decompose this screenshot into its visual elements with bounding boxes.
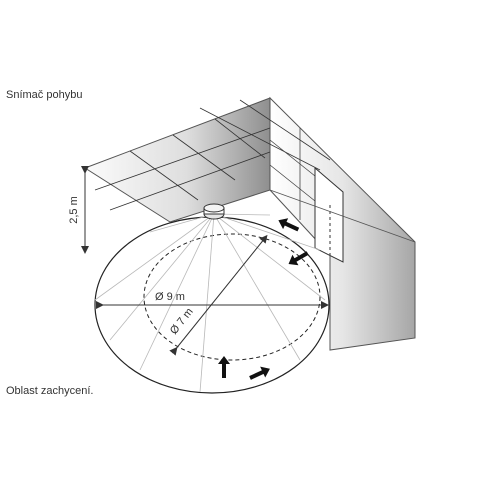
arrow-down-left-icon [288, 251, 309, 266]
motion-sensor [203, 203, 225, 220]
arrow-right-icon [249, 366, 270, 380]
height-dimension: 2,5 m [68, 166, 89, 254]
arrow-up-icon [218, 356, 230, 378]
height-label: 2,5 m [68, 196, 80, 224]
door [314, 166, 344, 263]
detection-area-caption: Oblast zachycení. [6, 385, 94, 397]
ceiling-plane [83, 97, 271, 223]
outer-diameter-label: Ø 9 m [155, 291, 185, 303]
movement-arrows [218, 218, 309, 380]
diagram-title: Snímač pohybu [6, 89, 83, 101]
inner-detection-ellipse [143, 233, 321, 361]
arrow-up-left-icon [278, 218, 300, 232]
